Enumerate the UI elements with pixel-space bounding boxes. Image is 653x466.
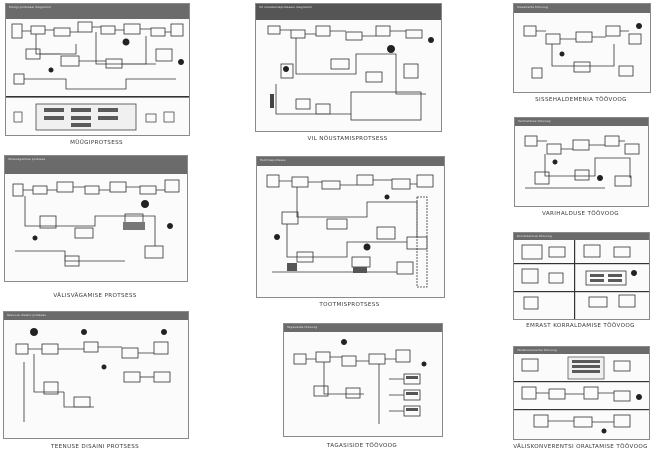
process-flow-drawing: [6, 21, 189, 131]
diagram-header-bar: Tootmisprotsess: [257, 157, 444, 166]
diagram-caption: TOOTMISPROTSESS: [319, 302, 380, 308]
process-flow-drawing: [293, 339, 427, 424]
diagram-header-bar: Korraldamise töövoog: [514, 233, 649, 240]
diagram-thumbnail-valisvagamise[interactable]: Välisvägamise protsess: [4, 155, 188, 282]
diagram-header-text: Varihalduse töövoog: [518, 119, 551, 123]
diagram-header-text: Väliskonverentsi töövoog: [517, 348, 557, 352]
diagram-caption: VIL NÕUSTAMISPROTSESS: [307, 136, 388, 142]
diagram-header-bar: Teenuse disaini protsess: [4, 312, 188, 320]
process-flow-drawing: [267, 25, 434, 121]
diagram-caption: VÄLISKONVERENTSI ORALTAMISE TÖÖVOOG: [513, 444, 648, 450]
diagram-header-text: Vil nõustamisprotsessi diagramm: [259, 5, 313, 9]
diagram-caption: TEENUSE DISAINI PROTSESS: [51, 444, 139, 450]
diagram-header-text: Müügi protsessi diagramm: [9, 5, 52, 9]
diagram-caption: TAGASISIDE TÖÖVOOG: [326, 443, 398, 449]
process-flow-drawing: [514, 356, 649, 434]
diagram-caption: VARIHALDUSE TÖÖVOOG: [542, 211, 619, 217]
diagram-thumbnail-tagasiside[interactable]: Tagasiside töövoog: [283, 323, 443, 437]
diagram-header-bar: Müügi protsessi diagramm: [6, 4, 189, 19]
process-flow-drawing: [12, 179, 180, 267]
process-flow-drawing: [266, 174, 434, 288]
diagram-thumbnail-korraldamise[interactable]: Korraldamise töövoog: [513, 232, 650, 320]
diagram-header-bar: Sissehalde töövoog: [514, 4, 650, 13]
diagram-thumbnail-varihalduse[interactable]: Varihalduse töövoog: [514, 117, 649, 207]
diagram-header-bar: Vil nõustamisprotsessi diagramm: [256, 4, 441, 20]
process-flow-drawing: [524, 135, 640, 189]
diagram-header-text: Sissehalde töövoog: [517, 5, 548, 9]
diagram-thumbnail-valiskonverentsi[interactable]: Väliskonverentsi töövoog: [513, 346, 650, 440]
diagram-thumbnail-noustamisprotsess[interactable]: Vil nõustamisprotsessi diagramm: [255, 3, 442, 132]
diagram-header-bar: Väliskonverentsi töövoog: [514, 347, 649, 354]
diagram-header-bar: Varihalduse töövoog: [515, 118, 648, 126]
diagram-header-text: Korraldamise töövoog: [517, 234, 552, 238]
process-flow-drawing: [514, 240, 649, 319]
process-flow-drawing: [523, 23, 642, 79]
diagram-thumbnail-tootmisprotsess[interactable]: Tootmisprotsess: [256, 156, 445, 298]
diagram-header-text: Tagasiside töövoog: [287, 325, 318, 329]
diagram-thumbnail-muugiprotsess[interactable]: Müügi protsessi diagramm: [5, 3, 190, 136]
diagram-caption: EMRAST KORRALDAMISE TÖÖVOOG: [526, 323, 635, 329]
diagram-thumbnail-teenuse-disaini[interactable]: Teenuse disaini protsess: [3, 311, 189, 439]
process-flow-drawing: [15, 328, 171, 422]
diagram-header-text: Tootmisprotsess: [260, 158, 286, 162]
diagram-caption: MÜÜGIPROTSESS: [70, 140, 123, 146]
diagram-caption: VÄLISVÄGAMISE PROTSESS: [53, 293, 137, 299]
diagram-header-bar: Välisvägamise protsess: [5, 156, 187, 174]
diagram-header-text: Teenuse disaini protsess: [7, 313, 46, 317]
diagram-header-bar: Tagasiside töövoog: [284, 324, 442, 332]
diagram-header-text: Välisvägamise protsess: [8, 157, 46, 161]
diagram-thumbnail-sissehalde[interactable]: Sissehalde töövoog: [513, 3, 651, 93]
diagram-caption: SISSEHALDEMENIA TÖÖVOOG: [535, 97, 627, 103]
